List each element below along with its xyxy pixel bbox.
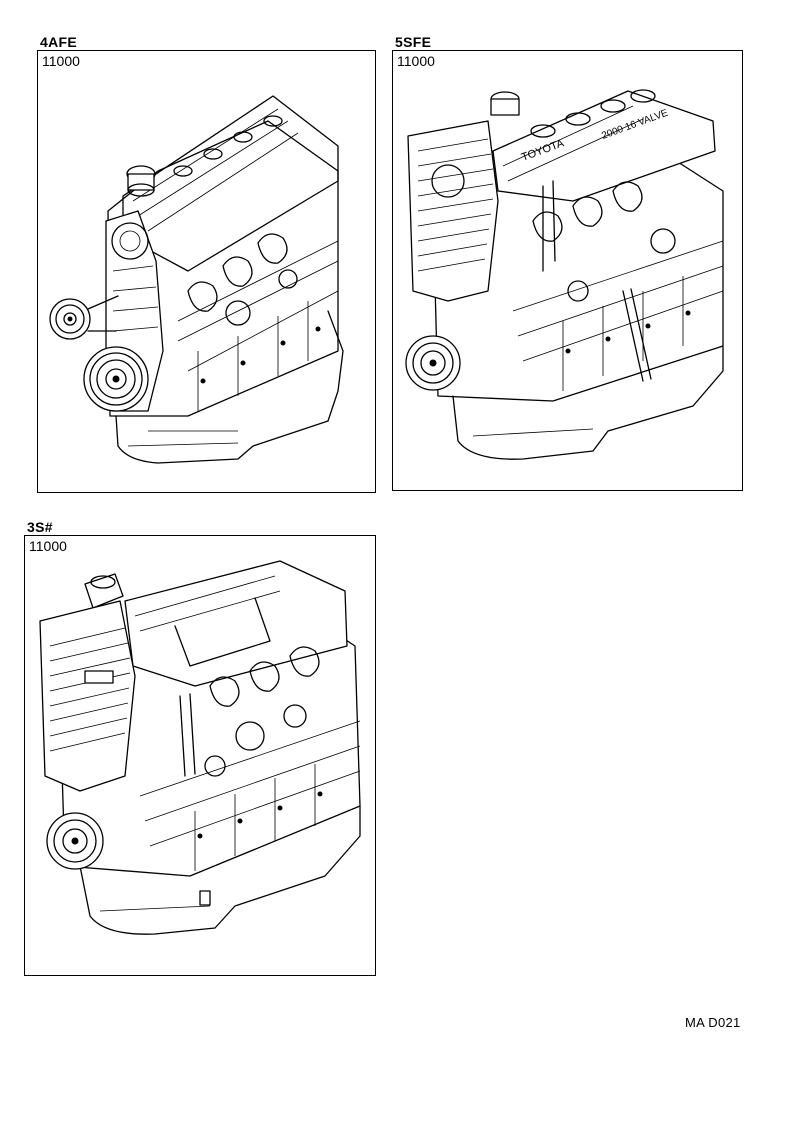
part-number-3s: 11000: [29, 538, 67, 554]
engine-label-5sfe: 5SFE: [395, 34, 432, 50]
panel-5sfe[interactable]: 11000 TOYOTA 2000 16 VALVE: [392, 50, 743, 491]
part-number-4afe: 11000: [42, 53, 80, 69]
part-number-5sfe: 11000: [397, 53, 435, 69]
engine-label-4afe: 4AFE: [40, 34, 77, 50]
panel-4afe[interactable]: 11000: [37, 50, 376, 493]
panel-3s[interactable]: 11000: [24, 535, 376, 976]
engine-label-3s: 3S#: [27, 519, 53, 535]
engine-illustration-3s: [39, 560, 361, 935]
engine-illustration-4afe: [49, 95, 344, 464]
drawing-code: MA D021: [685, 1015, 741, 1030]
engine-illustration-5sfe: TOYOTA 2000 16 VALVE: [405, 89, 724, 460]
